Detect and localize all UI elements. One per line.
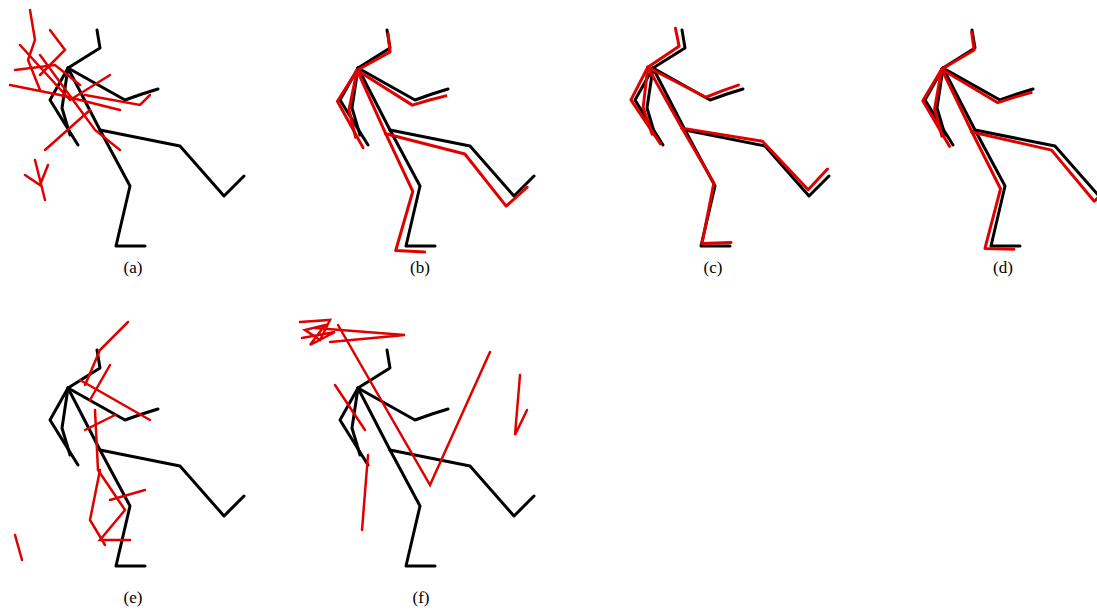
panel-a (10, 10, 244, 246)
panel-c (628, 23, 829, 246)
subfigure-label: (c) (704, 258, 723, 278)
panel-f (300, 320, 534, 566)
panel-e (15, 322, 244, 566)
subfigure-label: (a) (124, 258, 143, 278)
panel-b (330, 30, 535, 257)
panel-d (919, 30, 1097, 252)
subfigure-label: (f) (413, 588, 430, 608)
subfigure-label: (e) (124, 588, 143, 608)
subfigure-label: (b) (410, 258, 430, 278)
subfigure-label: (d) (993, 258, 1013, 278)
